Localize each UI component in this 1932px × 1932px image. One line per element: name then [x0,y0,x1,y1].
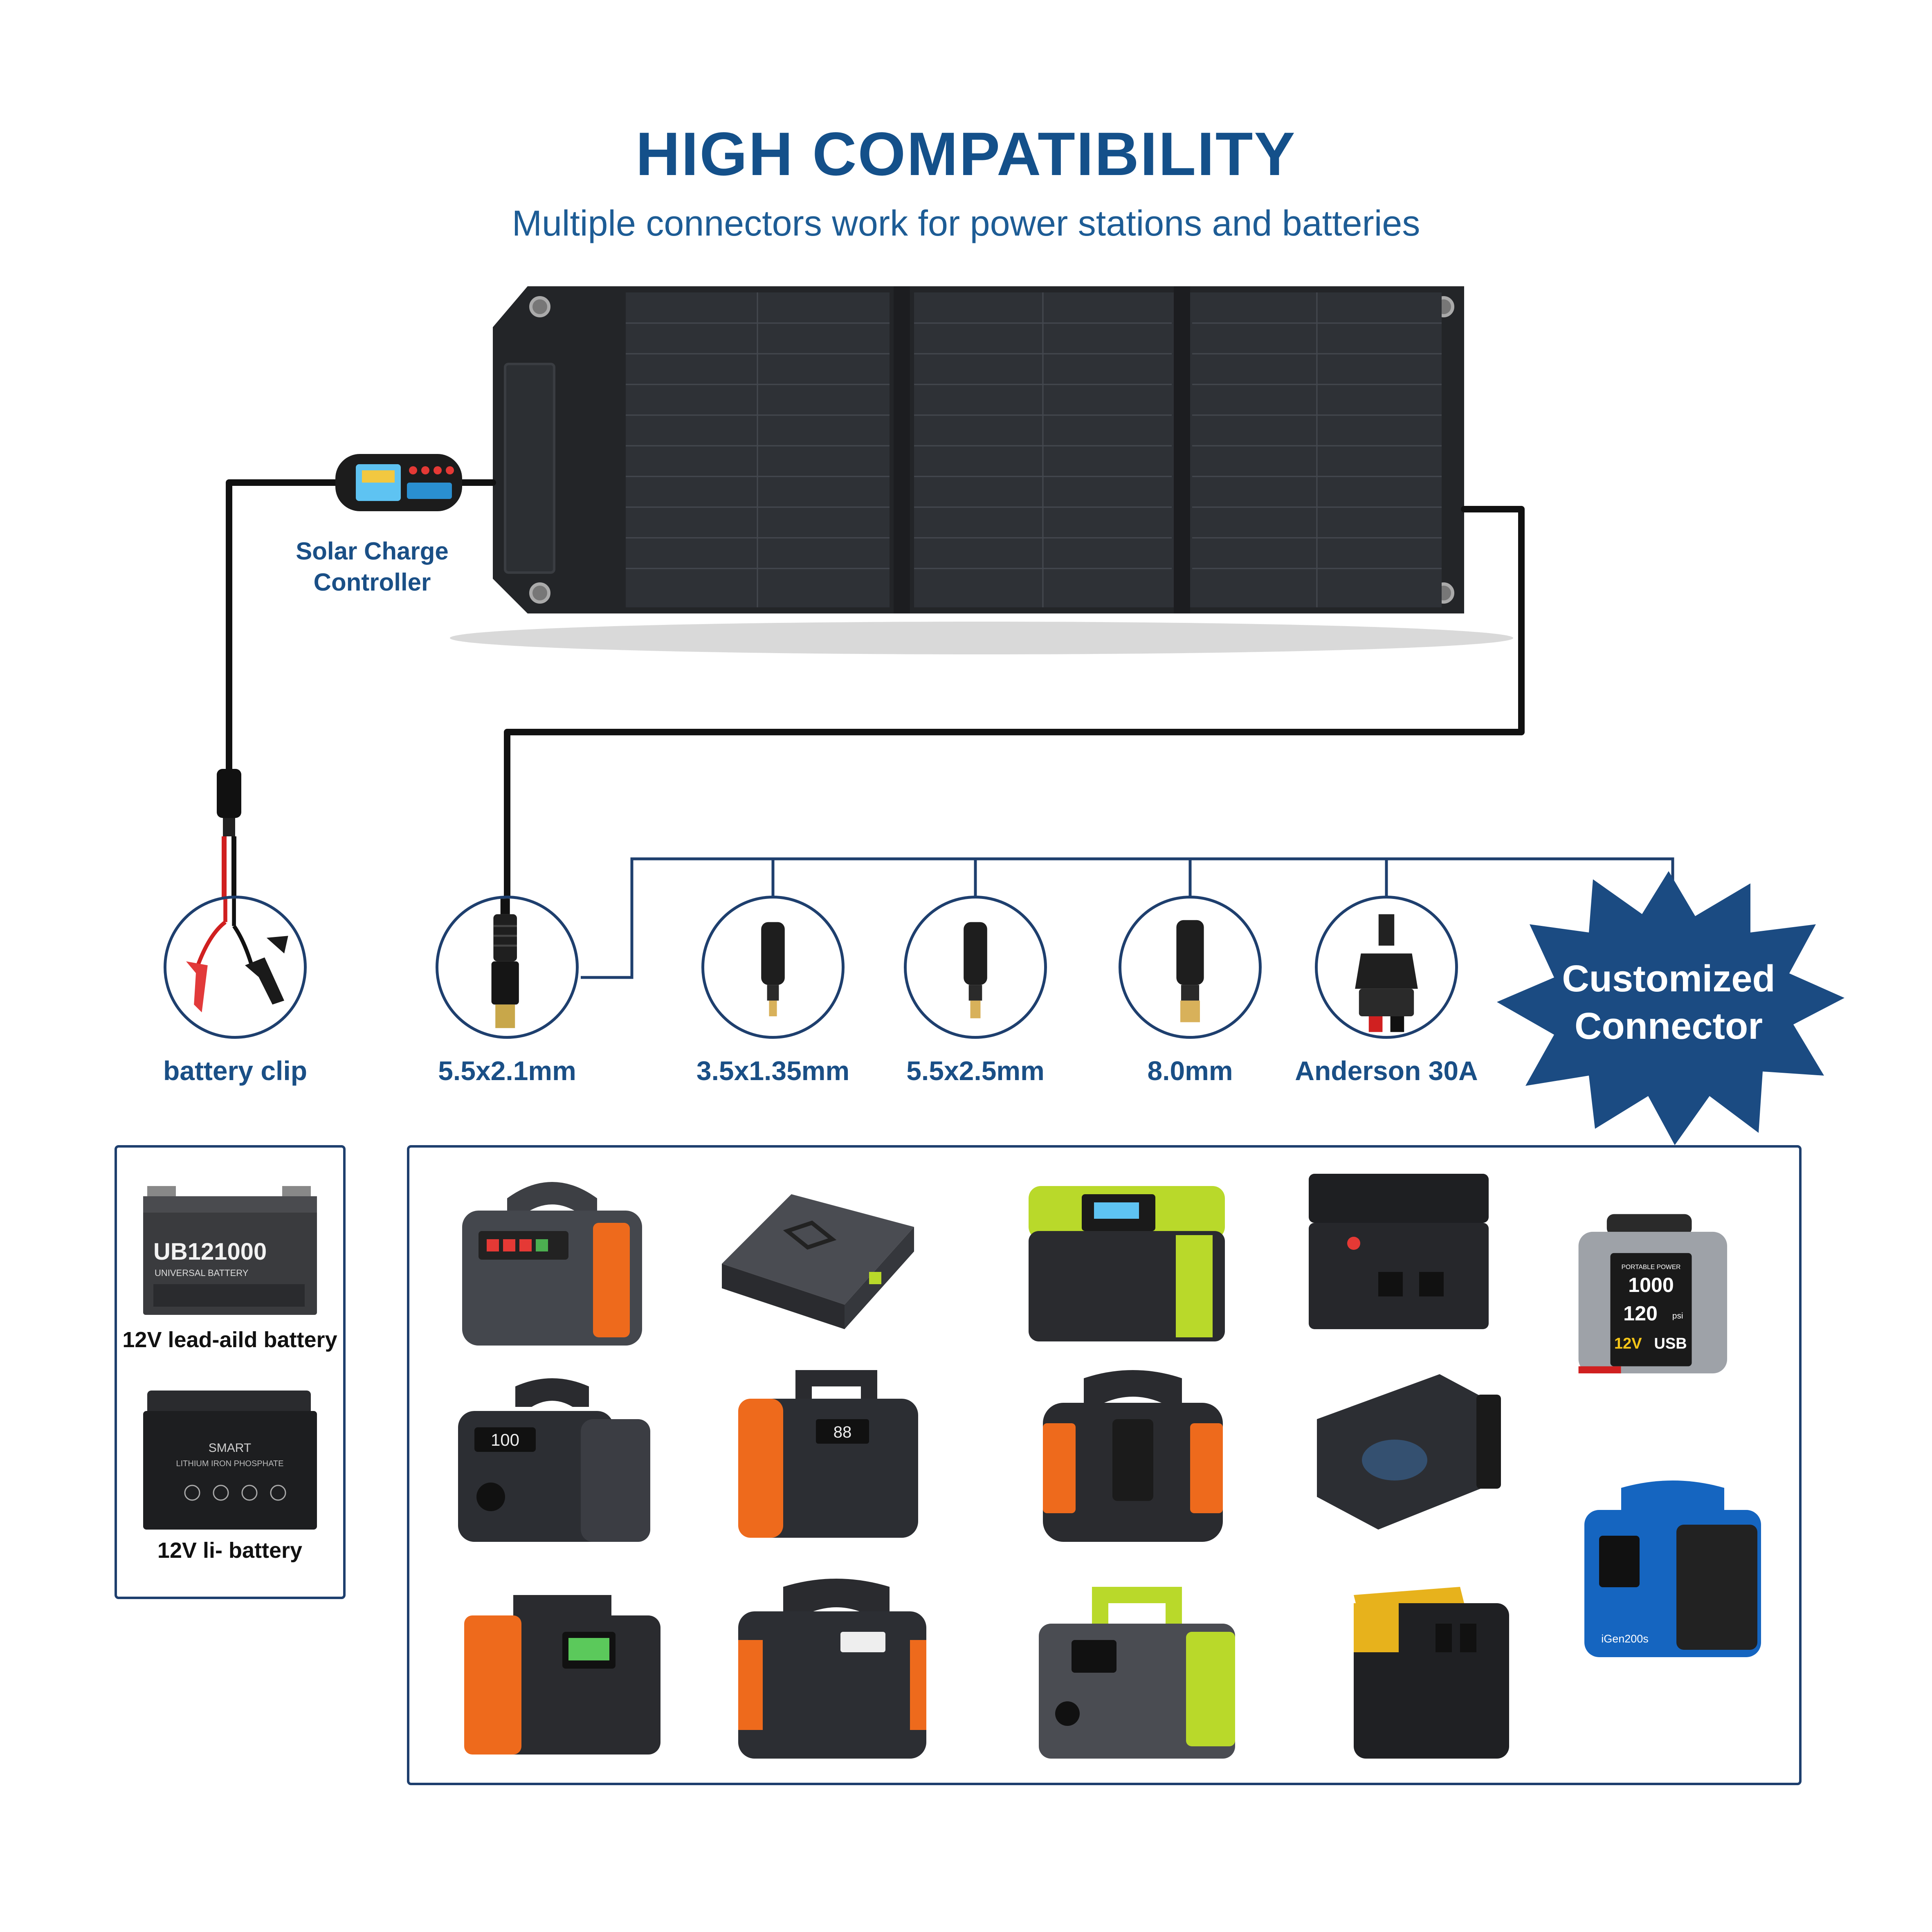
igen-station: iGen200s [1566,1480,1779,1665]
lithium-brand: SMART [209,1441,251,1455]
power-station-11 [1031,1579,1243,1763]
jump-text-f: USB [1654,1335,1687,1352]
display-100: 100 [491,1430,519,1449]
controller-label-line1: Solar Charge [296,537,449,565]
badge-line2: Connector [1575,1005,1763,1047]
dc-adapter-icon-3 [1119,896,1262,1039]
inline-connector [217,769,241,836]
jump-text-d: psi [1672,1311,1683,1321]
power-station-6: 88 [730,1362,943,1546]
power-station-8 [1305,1358,1517,1542]
badge-line1: Customized [1562,958,1775,1000]
dc-adapter-icon-2 [904,896,1047,1039]
connector-label-35135: 3.5x1.35mm [696,1056,850,1086]
solar-cell-2 [914,292,1178,607]
jump-text-b: 1000 [1628,1274,1674,1296]
connector-tree [581,857,1674,979]
brand-igen: iGen200s [1601,1633,1649,1645]
anderson-plug-icon [1315,896,1458,1039]
dc-adapter-icon-1 [701,896,845,1039]
power-station-7 [1027,1366,1239,1550]
solar-cell-3 [1178,292,1442,607]
badge-text: Customized Connector [1489,955,1849,1050]
lithium-sub: LITHIUM IRON PHOSPHATE [176,1459,284,1468]
lithium-battery-label: 12V li- battery [157,1538,303,1563]
jump-text-c: 120 [1623,1302,1658,1325]
connector-label-battery-clip: battery clip [163,1056,308,1086]
jump-starter: PORTABLE POWER 1000 120 psi 12V USB [1550,1211,1763,1395]
charge-controller-device [335,454,462,511]
battery-clip-icon [164,896,307,1039]
connector-label-80: 8.0mm [1147,1056,1233,1086]
panel-shadow [450,622,1513,654]
display-88: 88 [833,1423,852,1441]
page-subtitle: Multiple connectors work for power stati… [512,203,1420,243]
lead-acid-battery-image: UB121000 UNIVERSAL BATTERY [143,1186,317,1315]
connector-label-anderson: Anderson 30A [1295,1056,1478,1086]
solar-panel [493,286,1464,613]
connector-label-5525: 5.5x2.5mm [906,1056,1045,1086]
power-station-5: 100 [446,1374,658,1558]
power-station-1 [446,1170,658,1354]
power-station-4 [1296,1161,1509,1346]
page-title: HIGH COMPATIBILITY [636,119,1296,188]
lithium-battery-image: SMART LITHIUM IRON PHOSPHATE [143,1391,317,1530]
jump-text-a: PORTABLE POWER [1622,1264,1681,1271]
power-station-2 [710,1170,922,1354]
power-station-10 [730,1579,943,1763]
lead-acid-model: UB121000 [153,1238,267,1265]
controller-label: Solar Charge Controller [249,536,495,598]
jump-text-e: 12V [1614,1335,1642,1352]
lead-acid-sub: UNIVERSAL BATTERY [155,1268,249,1278]
dc-plug-icon [436,896,579,1039]
cables [226,479,1525,903]
controller-label-line2: Controller [313,568,431,596]
power-station-9 [456,1587,669,1771]
lead-acid-battery-label: 12V lead-aild battery [122,1328,337,1352]
cell-grid [626,292,1442,607]
connector-label-5521: 5.5x2.1mm [438,1056,576,1086]
power-station-12 [1337,1579,1550,1763]
power-station-3 [1020,1170,1233,1354]
customized-connector-badge: Customized Connector [1489,863,1849,1149]
